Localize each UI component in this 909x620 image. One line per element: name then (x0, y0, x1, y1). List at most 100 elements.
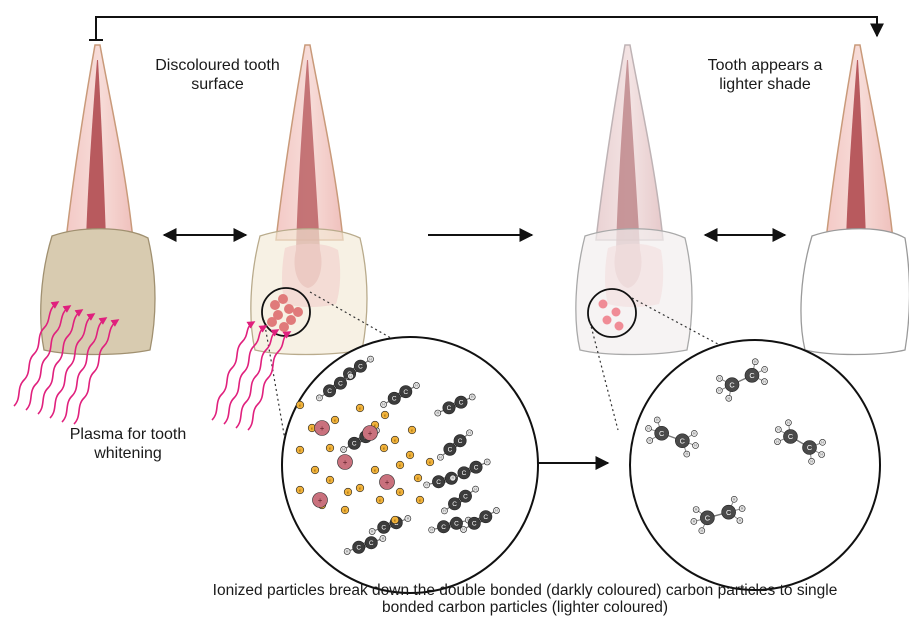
hydrogen-atom: H (731, 496, 737, 502)
svg-text:C: C (403, 389, 408, 396)
hydrogen-atom: H (716, 388, 722, 394)
hydrogen-atom: H (316, 395, 322, 401)
svg-text:C: C (381, 525, 386, 532)
svg-text:C: C (338, 381, 343, 388)
electron: e (296, 446, 304, 454)
carbon-atom: C (675, 434, 689, 448)
svg-text:C: C (659, 429, 665, 438)
svg-text:C: C (392, 396, 397, 403)
hydrogen-atom: H (341, 446, 347, 452)
svg-text:C: C (447, 405, 452, 412)
svg-text:C: C (327, 388, 332, 395)
electron: e (414, 474, 422, 482)
hydrogen-atom: H (737, 517, 743, 523)
tooth-pale (576, 45, 692, 355)
svg-text:C: C (369, 540, 374, 547)
hydrogen-atom: H (369, 528, 375, 534)
carbon-atom: C (334, 377, 346, 389)
svg-text:C: C (452, 501, 457, 508)
carbon-atom: C (454, 435, 466, 447)
hydrogen-atom: H (761, 379, 767, 385)
carbon-atom: C (354, 360, 366, 372)
carbon-atom: C (455, 396, 467, 408)
svg-text:C: C (726, 508, 732, 517)
carbon-atom: C (388, 392, 400, 404)
hydrogen-atom: H (691, 518, 697, 524)
hydrogen-atom: H (469, 394, 475, 400)
svg-text:+: + (318, 496, 323, 505)
carbon-atom: C (353, 541, 365, 553)
hydrogen-atom: H (413, 382, 419, 388)
svg-text:C: C (458, 438, 463, 445)
hydrogen-atom: H (450, 475, 456, 481)
hydrogen-atom: H (380, 535, 386, 541)
carbon-atom: C (470, 461, 482, 473)
hydrogen-atom: H (739, 506, 745, 512)
hydrogen-atom: H (684, 451, 690, 457)
carbon-atom: C (700, 511, 714, 525)
hydrogen-atom: H (775, 427, 781, 433)
hydrogen-atom: H (441, 508, 447, 514)
hydrogen-atom: H (493, 507, 499, 513)
electron: e (406, 451, 414, 459)
svg-text:C: C (358, 364, 363, 371)
carbon-atom: C (480, 511, 492, 523)
svg-text:C: C (472, 521, 477, 528)
electron: e (371, 466, 379, 474)
svg-text:C: C (356, 545, 361, 552)
svg-text:C: C (705, 514, 711, 523)
svg-text:C: C (729, 380, 735, 389)
hydrogen-atom: H (368, 356, 374, 362)
electron: e (344, 488, 352, 496)
electron: e (381, 411, 389, 419)
svg-text:C: C (483, 514, 488, 521)
electron: e (311, 466, 319, 474)
hydrogen-atom: H (381, 401, 387, 407)
ion: + (315, 421, 330, 436)
carbon-atom: C (432, 476, 444, 488)
hydrogen-atom: H (820, 439, 826, 445)
electron: e (341, 506, 349, 514)
label-discoloured: Discoloured tooth surface (150, 56, 285, 94)
ion: + (313, 493, 328, 508)
electron: e (296, 401, 304, 409)
svg-text:+: + (385, 478, 390, 487)
hydrogen-atom: H (693, 507, 699, 513)
svg-text:C: C (463, 494, 468, 501)
hydrogen-atom: H (699, 528, 705, 534)
label-caption: Ionized particles break down the double … (205, 582, 845, 616)
hydrogen-atom: H (717, 375, 723, 381)
tooth-discoloured (41, 45, 155, 355)
hydrogen-atom: H (774, 439, 780, 445)
carbon-atom: C (323, 385, 335, 397)
carbon-atom: C (450, 517, 462, 529)
hydrogen-atom: H (467, 430, 473, 436)
svg-text:+: + (343, 458, 348, 467)
electron: e (426, 458, 434, 466)
hydrogen-atom: H (647, 438, 653, 444)
carbon-atom: C (378, 521, 390, 533)
svg-text:C: C (459, 400, 464, 407)
carbon-atom: C (444, 443, 456, 455)
hydrogen-atom: H (692, 443, 698, 449)
electron: e (416, 496, 424, 504)
svg-text:+: + (368, 429, 373, 438)
svg-text:C: C (788, 432, 794, 441)
carbon-atom: C (365, 537, 377, 549)
hydrogen-atom: H (473, 486, 479, 492)
hydrogen-atom: H (405, 515, 411, 521)
electron: e (356, 404, 364, 412)
svg-text:C: C (462, 470, 467, 477)
hydrogen-atom: H (809, 458, 815, 464)
carbon-atom: C (803, 441, 817, 455)
hydrogen-atom: H (762, 366, 768, 372)
electron: e (391, 516, 399, 524)
carbon-atom: C (458, 467, 470, 479)
electron: e (356, 484, 364, 492)
svg-text:C: C (749, 371, 755, 380)
hydrogen-atom: H (435, 410, 441, 416)
hydrogen-atom: H (785, 420, 791, 426)
electron: e (408, 426, 416, 434)
carbon-atom: C (448, 498, 460, 510)
